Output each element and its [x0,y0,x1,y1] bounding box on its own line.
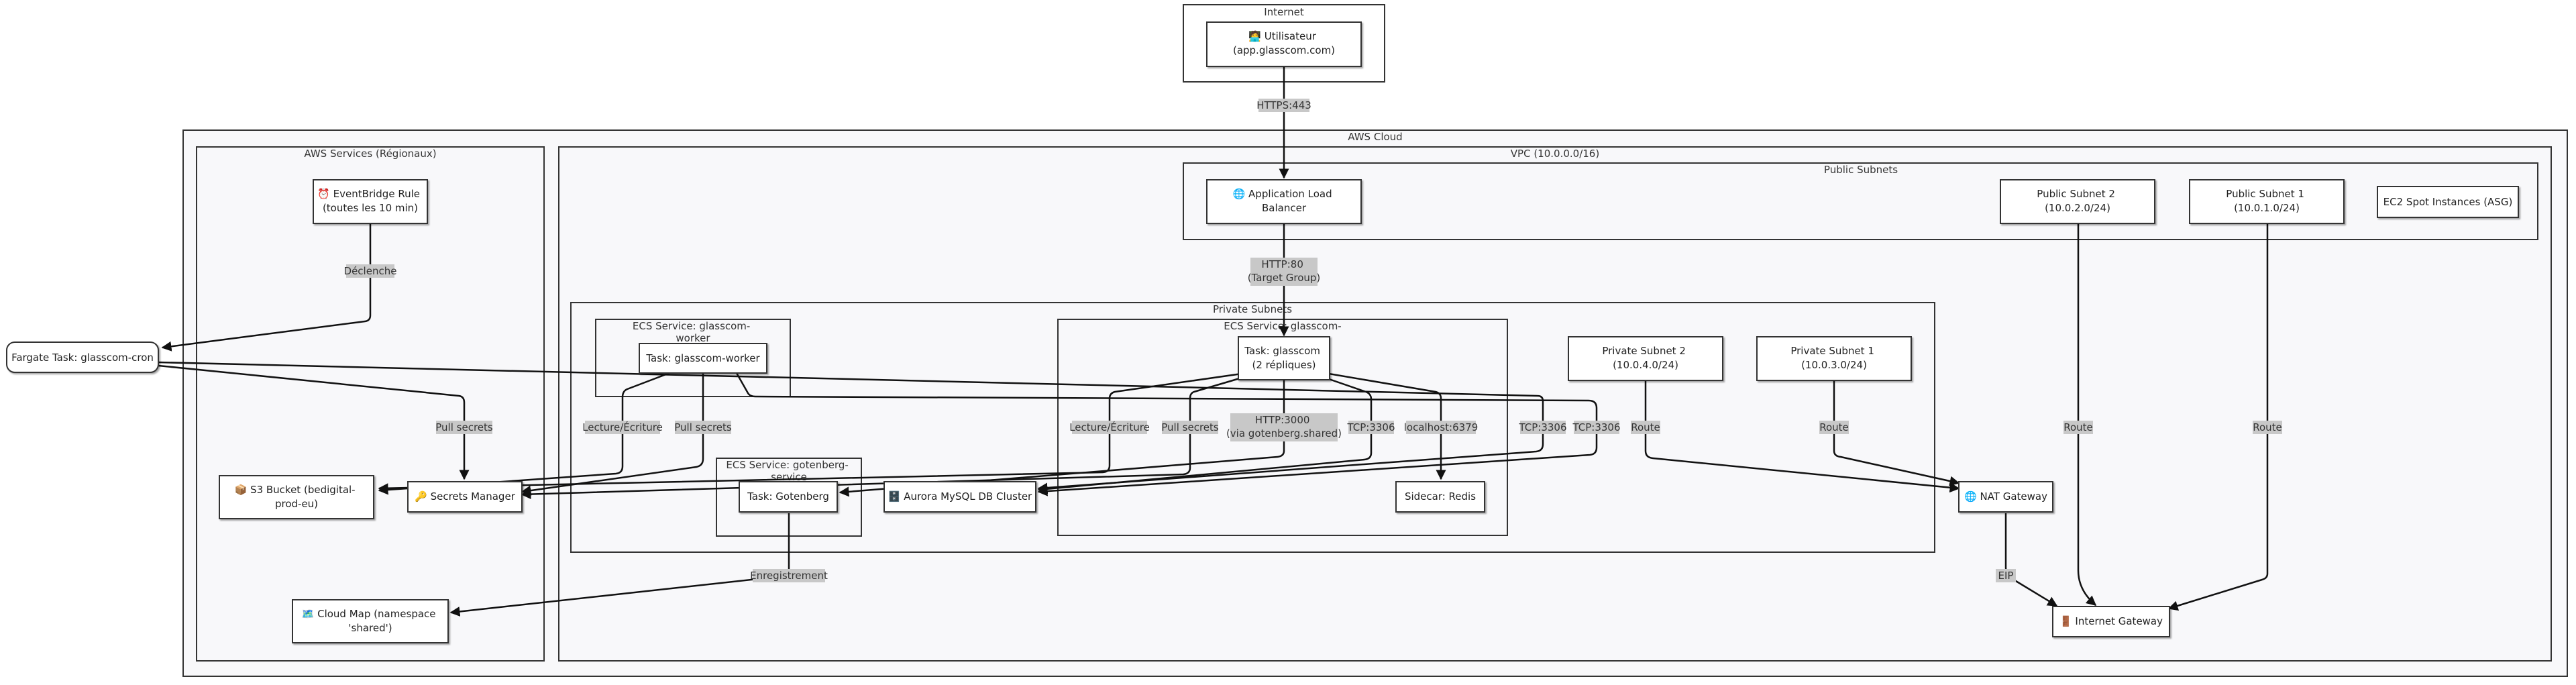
svg-text:🗄️ Aurora MySQL DB Cluster: 🗄️ Aurora MySQL DB Cluster [888,490,1032,503]
node-task-worker: Task: glasscom-worker [639,343,767,374]
svg-text:🌐 Application Load Bala: 🌐 Application Load Balancer [1233,188,1336,214]
edge-label-route-pub1: Route [2253,421,2282,433]
cluster-ecs-worker-label: ECS Service: glasscom- worker [633,320,753,344]
svg-text:🗺️ Cloud Map (namespace: 🗺️ Cloud Map (namespace 'shared') [302,608,439,634]
svg-text:Task: glasscom-worker: Task: glasscom-worker [645,352,760,364]
svg-text:Private Subnet 1 (10.0.3: Private Subnet 1 (10.0.3.0/24) [1790,345,1877,371]
node-public-subnet-1: Public Subnet 1 (10.0.1.0/24) [2189,179,2345,224]
svg-text:Private Subnet 2 (10.0.4: Private Subnet 2 (10.0.4.0/24) [1602,345,1688,371]
node-redis: Sidecar: Redis [1395,481,1485,513]
edge-labels: HTTPS:443 HTTP:80 (Target Group) Déclenc… [344,99,2282,582]
svg-text:Public Subnet 2 (10.0.2.: Public Subnet 2 (10.0.2.0/24) [2037,188,2118,214]
svg-text:Task: Gotenberg: Task: Gotenberg [747,490,829,503]
edge-worker-to-aurora [735,372,1598,496]
edge-label-pull-secrets-worker: Pull secrets [674,421,732,433]
svg-text:EC2 Spot Instances (ASG): EC2 Spot Instances (ASG) [2383,196,2513,208]
edge-label-tcp3306-cron: TCP:3306 [1518,421,1566,433]
edge-private1-to-nat [1833,380,1960,486]
node-public-subnet-2: Public Subnet 2 (10.0.2.0/24) [2000,179,2155,224]
edge-glasscom-to-gotenberg [839,373,1285,497]
svg-text:Fargate Task: glasscom-cron: Fargate Task: glasscom-cron [11,352,154,364]
svg-text:Public Subnet 1 (10.0.1.: Public Subnet 1 (10.0.1.0/24) [2226,188,2307,214]
edge-label-route-pub2: Route [2063,421,2093,433]
svg-text:🔑 Secrets Manager: 🔑 Secrets Manager [415,490,516,503]
node-fargate-cron: Fargate Task: glasscom-cron [6,341,159,373]
edge-cron-to-secrets [158,364,470,480]
node-s3-bucket: 📦 S3 Bucket (bedigital- prod-eu) [219,475,374,519]
edge-label-tcp3306-glasscom: TCP:3306 [1346,421,1395,433]
node-eventbridge: ⏰ EventBridge Rule (toutes les 10 min) [313,179,428,224]
edge-label-lecture-worker: Lecture/Écriture [582,421,663,433]
edge-glasscom-to-redis [1324,372,1446,480]
edge-label-declenche: Déclenche [344,265,397,277]
edge-label-eip: EIP [1998,570,2014,582]
edge-label-https: HTTPS:443 [1256,99,1311,111]
cluster-private-subnets-label: Private Subnets [1213,303,1292,315]
node-task-glasscom: Task: glasscom (2 répliques) [1238,336,1330,380]
svg-text:Task: glasscom (2 répliq: Task: glasscom (2 répliques) [1244,345,1324,371]
svg-text:🌐 NAT Gateway: 🌐 NAT Gateway [1964,490,2047,503]
edge-label-pull-secrets-glasscom: Pull secrets [1161,421,1219,433]
node-internet-gateway: 🚪 Internet Gateway [2052,606,2170,637]
node-alb: 🌐 Application Load Balancer [1206,179,1362,224]
edge-label-pull-secrets-cron: Pull secrets [435,421,493,433]
svg-text:🚪 Internet Gateway: 🚪 Internet Gateway [2059,615,2163,627]
node-user: 🧑‍💻 Utilisateur (app.glasscom.com) [1206,21,1362,67]
cluster-ecs-glasscom-label: ECS Service: glasscom- [1224,320,1341,332]
cluster-aws-cloud-label: AWS Cloud [1348,131,1402,143]
svg-text:🧑‍💻 Utilisateur (app.g: 🧑‍💻 Utilisateur (app.glasscom.com) [1233,30,1335,56]
cluster-internet-label: Internet [1264,6,1304,18]
edge-label-http3000: HTTP:3000 (via gotenberg.shared) [1226,414,1342,439]
edge-label-http80: HTTP:80 (Target Group) [1248,258,1321,284]
cluster-public-subnets-label: Public Subnets [1824,164,1898,176]
svg-text:📦 S3 Bucket (bedigital-: 📦 S3 Bucket (bedigital- prod-eu) [235,484,359,510]
node-private-subnet-2: Private Subnet 2 (10.0.4.0/24) [1568,336,1723,381]
edge-label-localhost: localhost:6379 [1404,421,1479,433]
edge-label-enregistrement: Enregistrement [750,570,828,582]
cluster-aws-services-label: AWS Services (Régionaux) [304,148,436,160]
node-cloud-map: 🗺️ Cloud Map (namespace 'shared') [292,599,449,643]
edge-label-lecture-glasscom: Lecture/Écriture [1069,421,1150,433]
edge-worker-to-secrets [521,373,704,496]
edge-public2-to-igw [2077,223,2097,606]
node-secrets-manager: 🔑 Secrets Manager [407,481,523,513]
svg-text:Sidecar: Redis: Sidecar: Redis [1405,490,1476,503]
edge-label-route-priv2: Route [1631,421,1660,433]
edge-label-tcp3306-worker: TCP:3306 [1572,421,1620,433]
node-private-subnet-1: Private Subnet 1 (10.0.3.0/24) [1756,336,1912,381]
node-task-gotenberg: Task: Gotenberg [739,481,838,513]
node-aurora: 🗄️ Aurora MySQL DB Cluster [883,481,1036,513]
cluster-vpc-label: VPC (10.0.0.0/16) [1511,148,1599,160]
svg-text:⏰ EventBridge Rule (tout: ⏰ EventBridge Rule (toutes les 10 min) [317,187,423,214]
edge-eventbridge-to-fargate [161,223,372,352]
node-ec2-spot: EC2 Spot Instances (ASG) [2377,186,2519,218]
node-nat-gateway: 🌐 NAT Gateway [1958,481,2053,513]
edge-label-route-priv1: Route [1819,421,1849,433]
edge-private2-to-nat [1644,380,1960,493]
edge-public1-to-igw [2167,223,2269,611]
